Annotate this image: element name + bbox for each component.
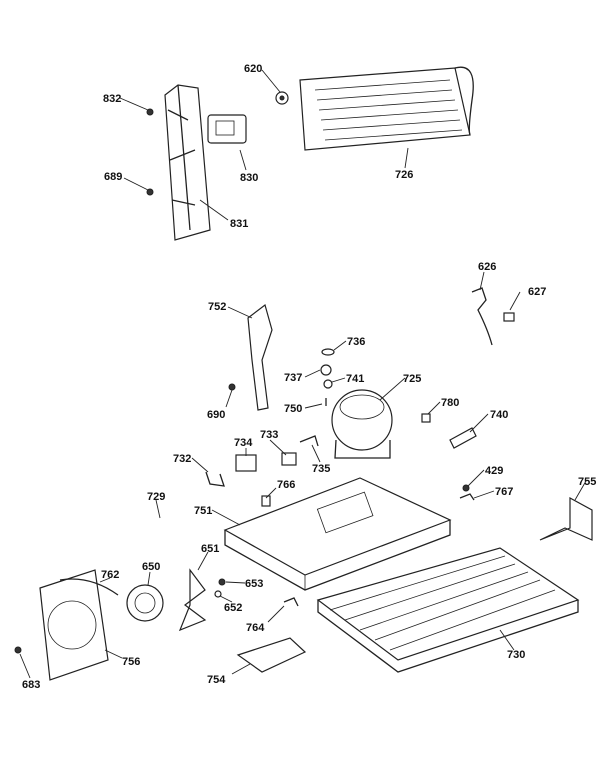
label-729: 729 xyxy=(147,491,165,503)
label-737: 737 xyxy=(284,372,302,384)
condenser-726 xyxy=(299,66,474,151)
label-689: 689 xyxy=(104,171,122,183)
screw-832 xyxy=(146,108,154,116)
part-780 xyxy=(421,413,431,423)
label-733: 733 xyxy=(260,429,278,441)
label-683: 683 xyxy=(22,679,40,691)
part-762 xyxy=(59,578,119,596)
label-752: 752 xyxy=(208,301,226,313)
bracket-752 xyxy=(247,303,273,411)
part-652 xyxy=(214,590,222,598)
part-741 xyxy=(323,379,333,389)
motor-650 xyxy=(126,584,164,622)
screw-689 xyxy=(146,188,154,196)
label-690: 690 xyxy=(207,409,225,421)
label-627: 627 xyxy=(528,286,546,298)
bracket-831 xyxy=(164,84,211,241)
part-653 xyxy=(218,578,226,586)
tray-754 xyxy=(236,637,307,673)
part-740 xyxy=(449,427,477,449)
bracket-755 xyxy=(539,496,593,541)
part-767 xyxy=(459,493,475,501)
label-756: 756 xyxy=(122,656,140,668)
label-762: 762 xyxy=(101,569,119,581)
grommet-620 xyxy=(275,91,289,105)
label-730: 730 xyxy=(507,649,525,661)
label-766: 766 xyxy=(277,479,295,491)
label-736: 736 xyxy=(347,336,365,348)
label-652: 652 xyxy=(224,602,242,614)
label-620: 620 xyxy=(244,63,262,75)
part-764 xyxy=(283,597,299,607)
label-830: 830 xyxy=(240,172,258,184)
part-735 xyxy=(299,435,319,447)
shroud-756 xyxy=(39,569,109,681)
label-750: 750 xyxy=(284,403,302,415)
label-740: 740 xyxy=(490,409,508,421)
label-626: 626 xyxy=(478,261,496,273)
part-733 xyxy=(281,452,297,466)
label-832: 832 xyxy=(103,93,121,105)
evaporator-730 xyxy=(316,547,580,673)
label-734: 734 xyxy=(234,437,253,449)
part-732 xyxy=(205,471,225,487)
part-737 xyxy=(320,364,332,376)
leader-lines xyxy=(19,69,587,679)
label-741: 741 xyxy=(346,373,364,385)
part-429 xyxy=(462,484,470,492)
screw-690 xyxy=(228,383,236,391)
label-429: 429 xyxy=(485,465,503,477)
part-627 xyxy=(503,312,515,322)
label-754: 754 xyxy=(207,674,226,686)
label-755: 755 xyxy=(578,476,596,488)
screw-683 xyxy=(14,646,22,654)
part-734 xyxy=(235,454,257,472)
label-653: 653 xyxy=(245,578,263,590)
label-725: 725 xyxy=(403,373,421,385)
label-650: 650 xyxy=(142,561,160,573)
part-626 xyxy=(471,287,493,346)
label-780: 780 xyxy=(441,397,459,409)
label-831: 831 xyxy=(230,218,248,230)
label-651: 651 xyxy=(201,543,219,555)
label-735: 735 xyxy=(312,463,330,475)
relay-830 xyxy=(207,114,247,144)
label-751: 751 xyxy=(194,505,212,517)
compressor-725 xyxy=(331,389,393,459)
part-766 xyxy=(261,495,271,507)
fan-blade-651 xyxy=(178,568,207,632)
part-labels: 832 620 830 726 689 831 626 627 752 736 … xyxy=(22,63,596,691)
part-736 xyxy=(321,348,335,356)
label-732: 732 xyxy=(173,453,191,465)
label-767: 767 xyxy=(495,486,513,498)
label-764: 764 xyxy=(246,622,265,634)
label-726: 726 xyxy=(395,169,413,181)
base-pan-751 xyxy=(223,477,452,591)
